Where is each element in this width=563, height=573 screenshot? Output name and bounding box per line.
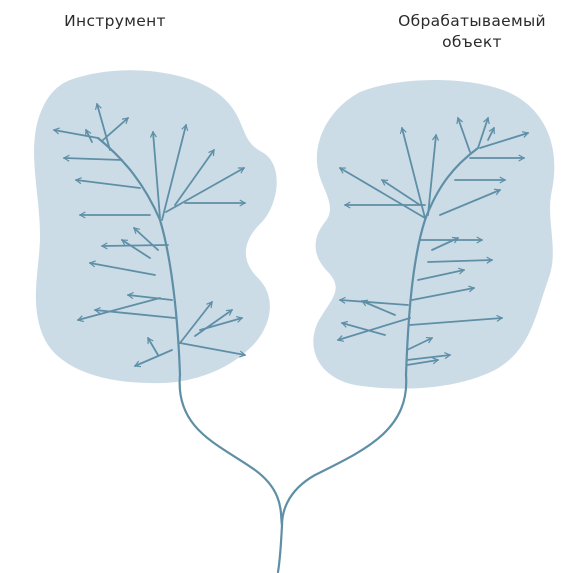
left-stem-lower bbox=[180, 375, 282, 525]
right-stem-lower bbox=[282, 375, 406, 525]
right-blob bbox=[313, 80, 554, 389]
base-stem bbox=[278, 525, 282, 572]
left-blob bbox=[34, 70, 277, 383]
left-branch-13 bbox=[102, 245, 168, 246]
